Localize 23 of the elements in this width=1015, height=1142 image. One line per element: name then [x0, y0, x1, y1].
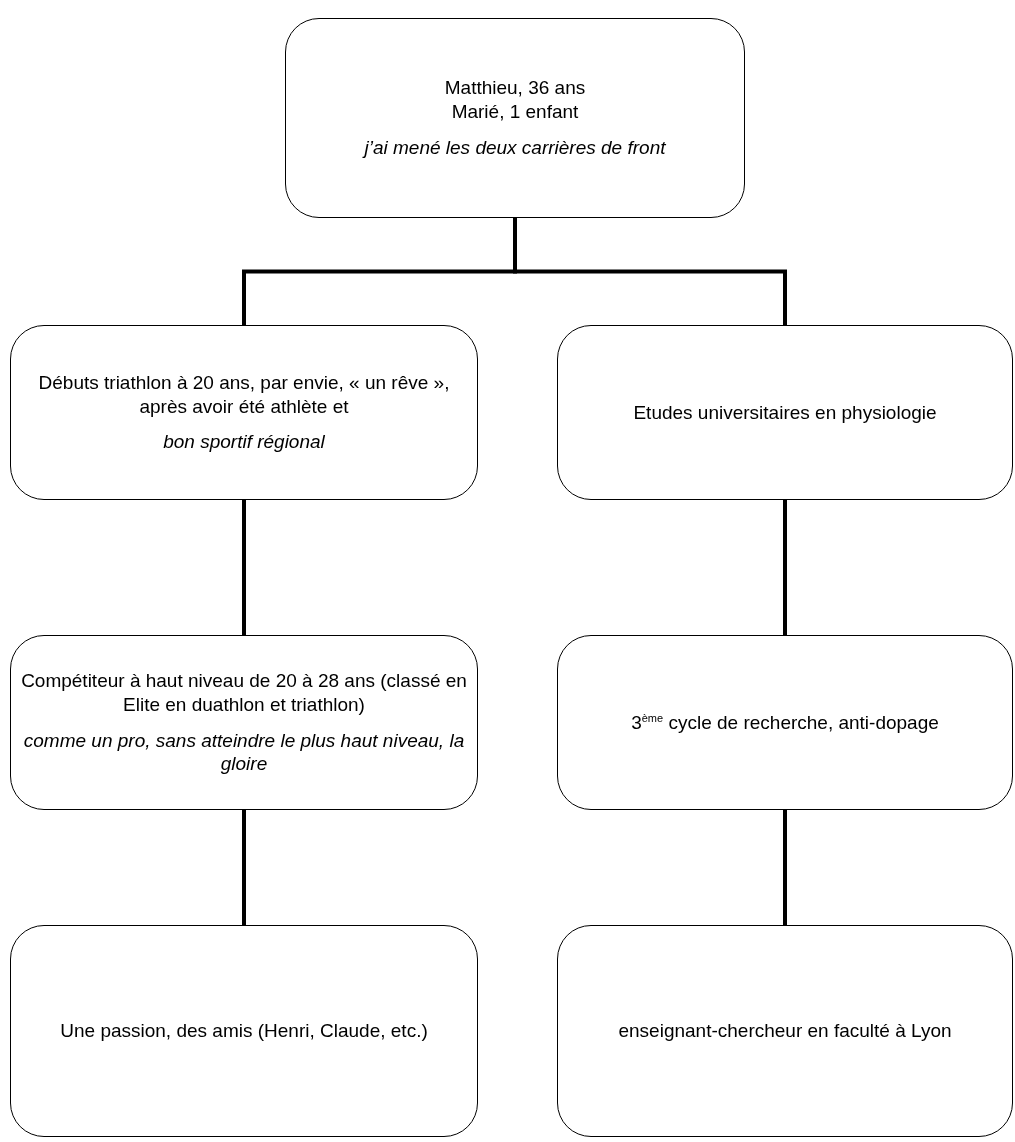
- connector-line: [783, 810, 787, 925]
- rounded-box: [557, 325, 1013, 500]
- box-text: 3$^{ème}$ cycle de recherche, anti-dopage: [631, 710, 939, 735]
- connector-line: [242, 500, 246, 635]
- box-text: Débuts triathlon à 20 ans, par envie, « un rêve », après avoir été athlète et: [37, 370, 451, 419]
- rounded-box: [10, 635, 478, 810]
- box-text: Etudes universitaires en physiologie: [633, 400, 937, 425]
- box-text: enseignant-chercheur en faculté à Lyon: [618, 1019, 952, 1043]
- box-text: comme un pro, sans atteindre le plus haut niveau, la gloire: [22, 728, 466, 776]
- connector-line: [242, 810, 246, 925]
- box-text: Une passion, des amis (Henri, Claude, etc.): [60, 1019, 428, 1043]
- box-text: Marié, 1 enfant: [451, 100, 579, 124]
- box-text: j’ai mené les deux carrières de front: [364, 135, 666, 160]
- rounded-box: [557, 925, 1013, 1137]
- box-text: Matthieu, 36 ans: [444, 76, 586, 101]
- rounded-box: [557, 635, 1013, 810]
- connector-line: [513, 218, 787, 325]
- rounded-box: [10, 925, 478, 1137]
- rounded-box: [285, 18, 745, 218]
- box-text: Compétiteur à haut niveau de 20 à 28 ans (classé en Elite en duathlon et triathlon): [20, 669, 468, 717]
- rounded-box: [10, 325, 478, 500]
- connector-line: [783, 500, 787, 635]
- box-text: bon sportif régional: [163, 430, 325, 455]
